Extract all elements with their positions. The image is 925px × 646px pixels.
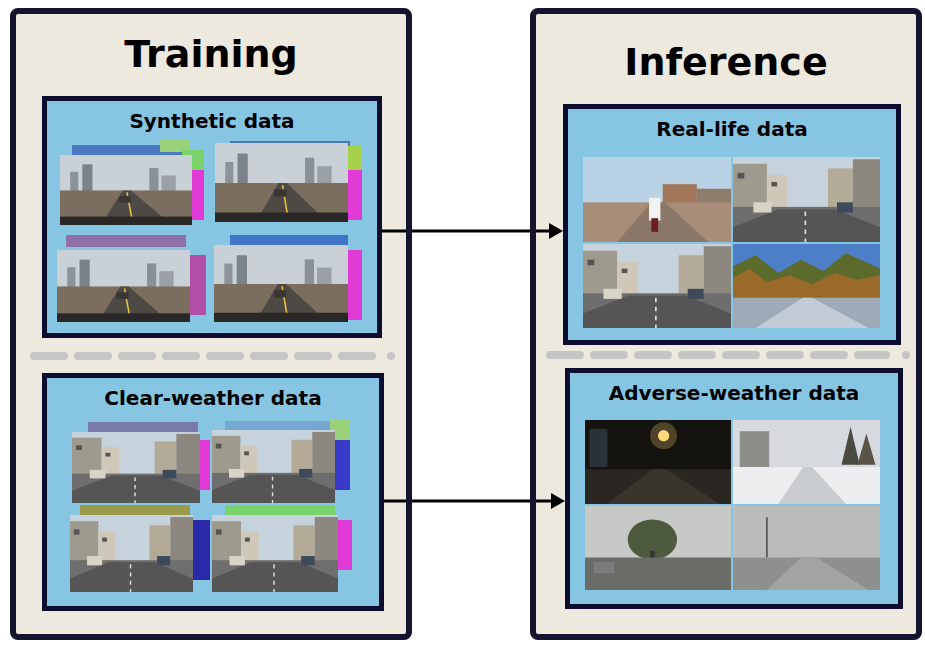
panel-heading: Training <box>16 32 406 78</box>
arrow-head <box>549 223 563 239</box>
box-heading: Adverse-weather data <box>570 381 898 405</box>
arrow-head <box>551 493 565 509</box>
panel-heading: Inference <box>536 40 916 86</box>
data-box: Real-life data <box>563 104 901 345</box>
data-box: Synthetic data <box>42 96 382 338</box>
data-box: Clear-weather data <box>42 373 384 611</box>
panel: InferenceReal-life dataAdverse-weather d… <box>530 8 922 640</box>
box-heading: Clear-weather data <box>47 386 379 410</box>
data-box: Adverse-weather data <box>565 368 903 609</box>
box-heading: Real-life data <box>568 117 896 141</box>
box-heading: Synthetic data <box>47 109 377 133</box>
panel: TrainingSynthetic dataClear-weather data <box>10 8 412 640</box>
